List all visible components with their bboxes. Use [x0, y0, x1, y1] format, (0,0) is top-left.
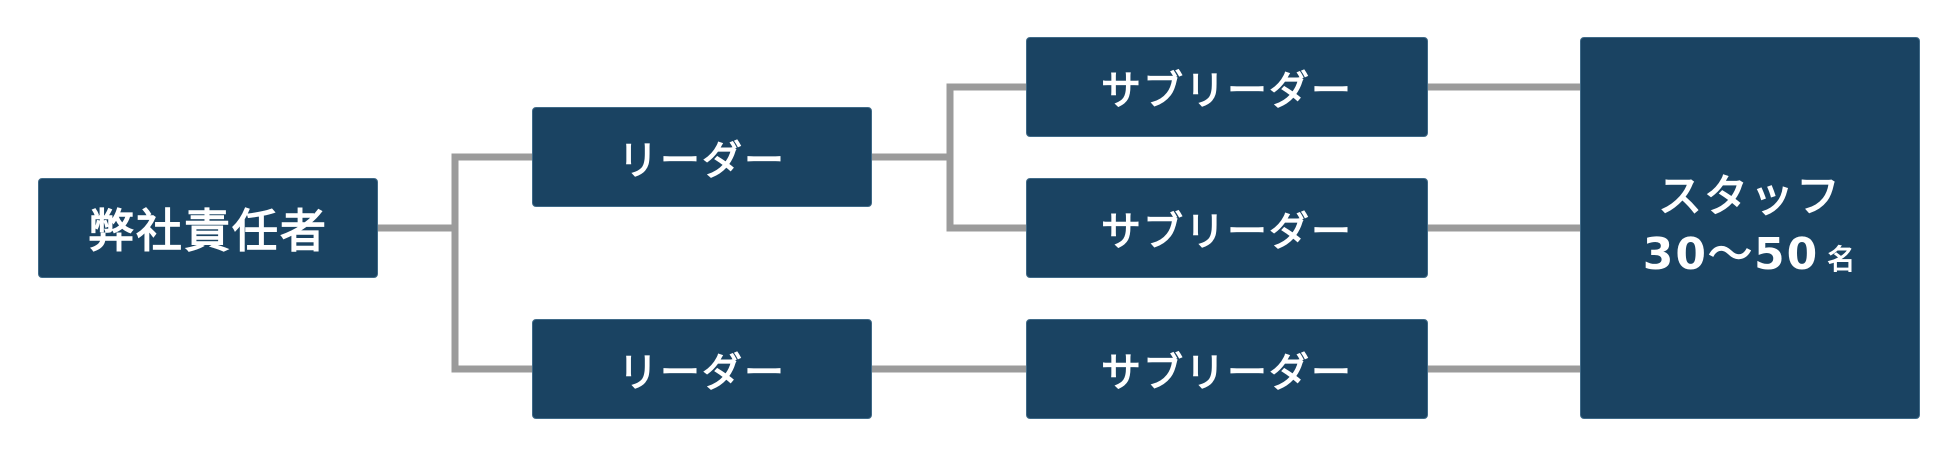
sub-leader-label: サブリーダー — [1101, 209, 1353, 255]
staff-count: 30〜50 — [1642, 228, 1820, 280]
leader-box: リーダー — [532, 107, 872, 207]
leader-box: リーダー — [532, 319, 872, 419]
leader-label: リーダー — [618, 138, 786, 184]
sub-leader-box: サブリーダー — [1026, 319, 1428, 419]
staff-unit: 名 — [1827, 242, 1858, 276]
leader-label: リーダー — [618, 350, 786, 396]
sub-leader-box: サブリーダー — [1026, 37, 1428, 137]
manager-box: 弊社責任者 — [38, 178, 378, 278]
staff-label: スタッフ — [1658, 170, 1842, 222]
sub-leader-label: サブリーダー — [1101, 68, 1353, 114]
manager-label: 弊社責任者 — [88, 204, 328, 258]
sub-leader-label: サブリーダー — [1101, 350, 1353, 396]
sub-leader-box: サブリーダー — [1026, 178, 1428, 278]
